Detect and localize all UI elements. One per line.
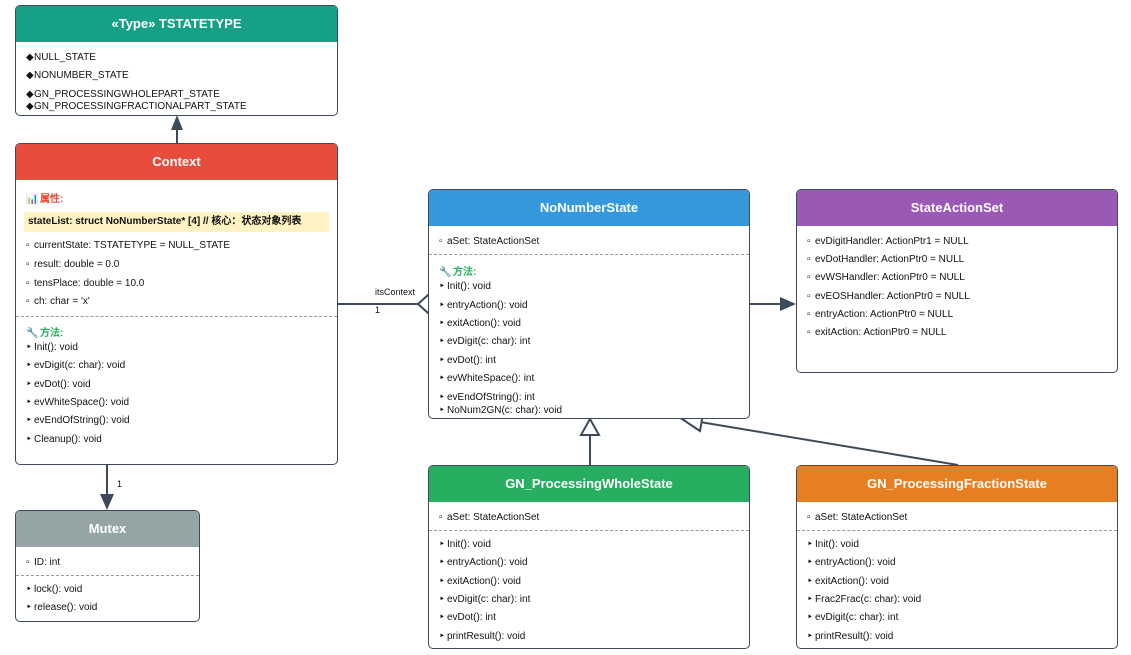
- attributes-heading: 📊属性:: [26, 194, 64, 205]
- tstatetype-header: «Type» TSTATETYPE: [16, 6, 337, 42]
- context-mutex-arrowhead: [100, 494, 114, 510]
- method-row: ‣entryAction(): void: [439, 300, 528, 311]
- fractionstate-class[interactable]: GN_ProcessingFractionState ▫aSet: StateA…: [796, 465, 1118, 649]
- enum-value: ◆GN_PROCESSINGWHOLEPART_STATE: [26, 89, 220, 100]
- method-row: ‣entryAction(): void: [439, 557, 528, 568]
- attribute-row: ▫currentState: TSTATETYPE = NULL_STATE: [26, 240, 231, 251]
- wrench-icon: 🔧: [26, 328, 39, 339]
- method-row: ‣Init(): void: [26, 342, 78, 353]
- section-divider: [797, 530, 1117, 531]
- context-type-arrowhead: [171, 115, 183, 130]
- enum-value: ◆NONUMBER_STATE: [26, 70, 129, 81]
- method-row: ‣Init(): void: [807, 539, 859, 550]
- attribute-row: ▫ID: int: [26, 557, 61, 568]
- method-row: ‣evEndOfString(): int: [439, 392, 535, 403]
- method-row: ‣evDigit(c: char): int: [807, 612, 899, 623]
- method-row: ‣exitAction(): void: [439, 576, 521, 587]
- method-row: ‣evDot(): void: [26, 379, 91, 390]
- whole-inherit-triangle: [579, 416, 601, 436]
- method-row: ‣Init(): void: [439, 281, 491, 292]
- mutex-multiplicity: 1: [117, 479, 123, 489]
- method-row: ‣exitAction(): void: [439, 318, 521, 329]
- attribute-row: ▫aSet: StateActionSet: [439, 236, 540, 247]
- attribute-row: ▫evDotHandler: ActionPtr0 = NULL: [807, 254, 965, 265]
- method-row: ‣NoNum2GN(c: char): void: [439, 405, 563, 416]
- section-divider: [429, 530, 749, 531]
- attribute-row: ▫evWSHandler: ActionPtr0 = NULL: [807, 272, 965, 283]
- method-row: ‣evDot(): int: [439, 612, 496, 623]
- wrench-icon: 🔧: [439, 267, 452, 278]
- attribute-row: ▫exitAction: ActionPtr0 = NULL: [807, 327, 947, 338]
- fraction-inherit-line: [699, 421, 959, 466]
- tstatetype-class[interactable]: «Type» TSTATETYPE ◆NULL_STATE ◆NONUMBER_…: [15, 5, 338, 116]
- attribute-row: ▫entryAction: ActionPtr0 = NULL: [807, 309, 954, 320]
- its-context-multiplicity: 1: [375, 305, 381, 315]
- method-row: ‣Init(): void: [439, 539, 491, 550]
- method-row: ‣evWhiteSpace(): int: [439, 373, 535, 384]
- attribute-row: ▫evDigitHandler: ActionPtr1 = NULL: [807, 236, 969, 247]
- attribute-row: ▫tensPlace: double = 10.0: [26, 278, 145, 289]
- stateactionset-header: StateActionSet: [797, 190, 1117, 226]
- method-row: ‣evDot(): int: [439, 355, 496, 366]
- mutex-header: Mutex: [16, 511, 199, 547]
- nonumber-actionset-arrowhead: [780, 297, 796, 311]
- method-row: ‣evDigit(c: char): int: [439, 594, 531, 605]
- enum-value: ◆GN_PROCESSINGFRACTIONALPART_STATE: [26, 101, 247, 112]
- method-row: ‣Frac2Frac(c: char): void: [807, 594, 922, 605]
- enum-value: ◆NULL_STATE: [26, 52, 96, 63]
- section-divider: [429, 254, 749, 255]
- stateactionset-class[interactable]: StateActionSet ▫evDigitHandler: ActionPt…: [796, 189, 1118, 373]
- wholestate-class[interactable]: GN_ProcessingWholeState ▫aSet: StateActi…: [428, 465, 750, 649]
- attribute-row: ▫result: double = 0.0: [26, 259, 120, 270]
- method-row: ‣lock(): void: [26, 584, 83, 595]
- method-row: ‣Cleanup(): void: [26, 434, 102, 445]
- methods-heading: 🔧方法:: [26, 328, 64, 339]
- attribute-row: ▫ch: char = 'x': [26, 296, 90, 307]
- nonumberstate-class[interactable]: NoNumberState ▫aSet: StateActionSet 🔧方法:…: [428, 189, 750, 419]
- wholestate-header: GN_ProcessingWholeState: [429, 466, 749, 502]
- attribute-row: ▫aSet: StateActionSet: [807, 512, 908, 523]
- chart-icon: 📊: [26, 194, 39, 205]
- method-row: ‣printResult(): void: [807, 631, 894, 642]
- nonumberstate-header: NoNumberState: [429, 190, 749, 226]
- attribute-row: ▫aSet: StateActionSet: [439, 512, 540, 523]
- context-header: Context: [16, 144, 337, 180]
- its-context-label: itsContext: [375, 287, 416, 297]
- method-row: ‣evWhiteSpace(): void: [26, 397, 130, 408]
- context-class[interactable]: Context 📊属性: stateList: struct NoNumberS…: [15, 143, 338, 465]
- method-row: ‣evDigit(c: char): int: [439, 336, 531, 347]
- method-row: ‣exitAction(): void: [807, 576, 889, 587]
- attribute-row: ▫evEOSHandler: ActionPtr0 = NULL: [807, 291, 970, 302]
- method-row: ‣entryAction(): void: [807, 557, 896, 568]
- fractionstate-header: GN_ProcessingFractionState: [797, 466, 1117, 502]
- method-row: ‣release(): void: [26, 602, 98, 613]
- section-divider: [16, 316, 337, 317]
- mutex-class[interactable]: Mutex ▫ID: int ‣lock(): void ‣release():…: [15, 510, 200, 622]
- methods-heading: 🔧方法:: [439, 267, 477, 278]
- method-row: ‣printResult(): void: [439, 631, 526, 642]
- section-divider: [16, 575, 199, 576]
- method-row: ‣evEndOfString(): void: [26, 415, 130, 426]
- highlighted-attribute: stateList: struct NoNumberState* [4] // …: [24, 212, 329, 232]
- method-row: ‣evDigit(c: char): void: [26, 360, 126, 371]
